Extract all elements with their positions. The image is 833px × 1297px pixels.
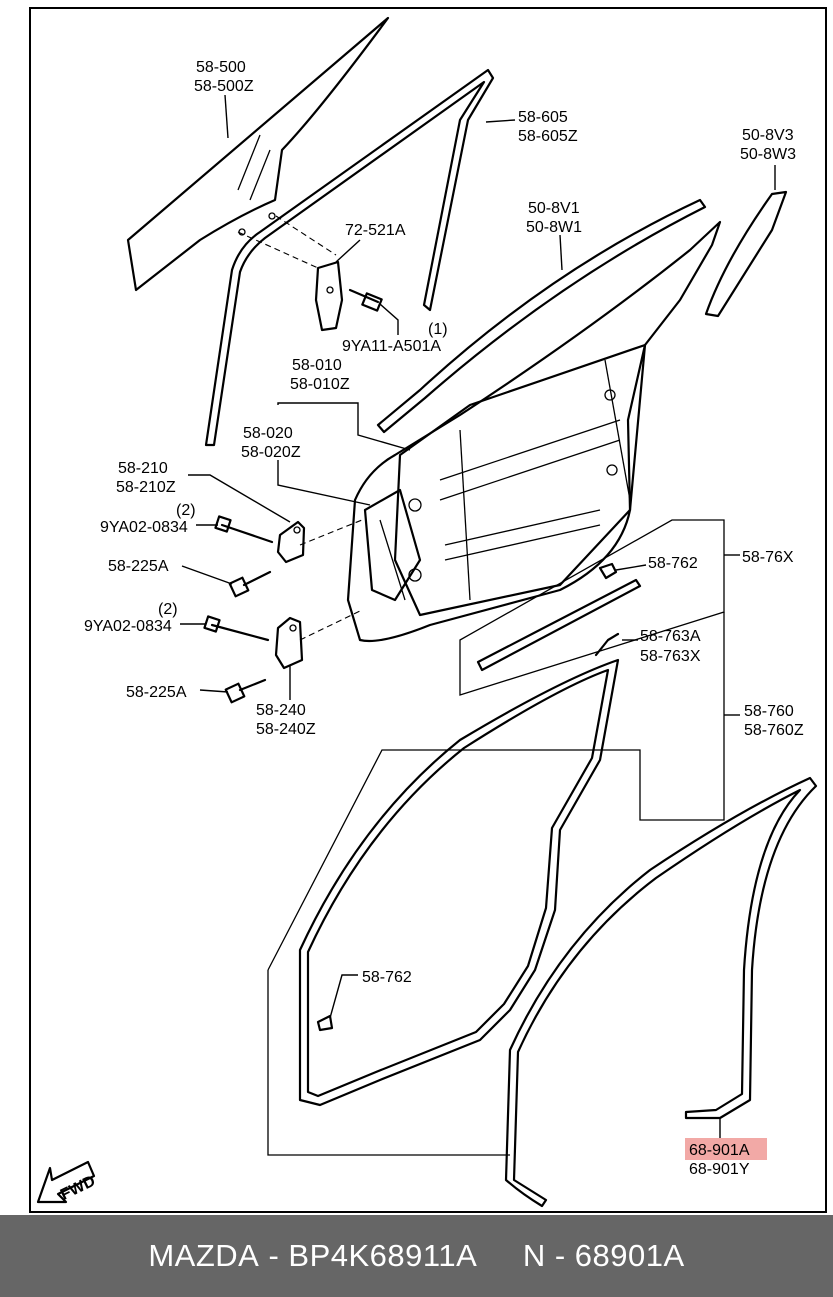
door-shell	[346, 220, 722, 643]
label-58-240: 58-240	[256, 702, 306, 719]
part-labels: 58-500 58-500Z 58-605 58-605Z 50-8V3 50-…	[84, 59, 804, 1178]
label-qty-2b: (2)	[158, 601, 178, 618]
label-72-521a: 72-521A	[345, 222, 406, 239]
label-58-210z: 58-210Z	[116, 479, 176, 496]
label-58-010z: 58-010Z	[290, 376, 350, 393]
lower-hinge	[203, 609, 363, 704]
label-qty-1: (1)	[428, 321, 448, 338]
label-50-8w3: 50-8W3	[740, 146, 796, 163]
label-9ya11-a501a: 9YA11-A501A	[342, 338, 441, 355]
label-58-763x: 58-763X	[640, 648, 701, 665]
label-58-762-bottom: 58-762	[362, 969, 412, 986]
door-glass	[126, 16, 390, 292]
label-58-605z: 58-605Z	[518, 128, 578, 145]
regulator-bracket	[237, 215, 383, 332]
pillar-garnish	[704, 190, 788, 318]
label-58-760: 58-760	[744, 703, 794, 720]
part-number: BP4K68911A	[288, 1238, 478, 1273]
label-58-240z: 58-240Z	[256, 721, 316, 738]
door-opening-weatherstrip	[504, 776, 818, 1208]
label-68-901a: 68-901A	[689, 1142, 750, 1159]
fwd-label: FWD	[58, 1173, 98, 1204]
label-58-210: 58-210	[118, 460, 168, 477]
label-50-8v1: 50-8V1	[528, 200, 580, 217]
label-50-8v3: 50-8V3	[742, 127, 794, 144]
leader-lines	[180, 94, 776, 1140]
label-58-225a-1: 58-225A	[108, 558, 169, 575]
label-58-010: 58-010	[292, 357, 342, 374]
label-50-8w1: 50-8W1	[526, 219, 582, 236]
fwd-arrow-icon: FWD	[36, 1160, 98, 1204]
door-parts-diagram: FWD 58-500 58-500Z 58-605 58-605Z 50-8V3…	[36, 16, 818, 1208]
diagram-border	[29, 7, 827, 1213]
label-58-500z: 58-500Z	[194, 78, 254, 95]
label-9ya02-0834-a: 9YA02-0834	[100, 519, 188, 536]
label-58-020: 58-020	[243, 425, 293, 442]
ref-number: N - 68901A	[522, 1238, 685, 1273]
weatherstrip-box	[267, 612, 725, 1156]
highlight-68-901a	[685, 1138, 767, 1160]
belt-molding-box	[459, 519, 725, 696]
separator: -	[259, 1238, 289, 1273]
label-9ya02-0834-b: 9YA02-0834	[84, 618, 172, 635]
label-58-225a-2: 58-225A	[126, 684, 187, 701]
brand-label: MAZDA	[148, 1238, 260, 1273]
part-info-footer: MAZDA - BP4K68911A N - 68901A	[0, 1215, 833, 1297]
upper-hinge	[214, 515, 363, 598]
gap	[477, 1238, 523, 1274]
label-68-901y: 68-901Y	[689, 1161, 750, 1178]
label-58-762-top: 58-762	[648, 555, 698, 572]
label-58-605: 58-605	[518, 109, 568, 126]
label-58-500: 58-500	[196, 59, 246, 76]
label-58-760z: 58-760Z	[744, 722, 804, 739]
label-58-020z: 58-020Z	[241, 444, 301, 461]
label-58-763a: 58-763A	[640, 628, 701, 645]
label-qty-2a: (2)	[176, 502, 196, 519]
glass-run-channel	[204, 68, 495, 447]
frame-molding	[376, 198, 707, 434]
label-58-76x: 58-76X	[742, 549, 794, 566]
